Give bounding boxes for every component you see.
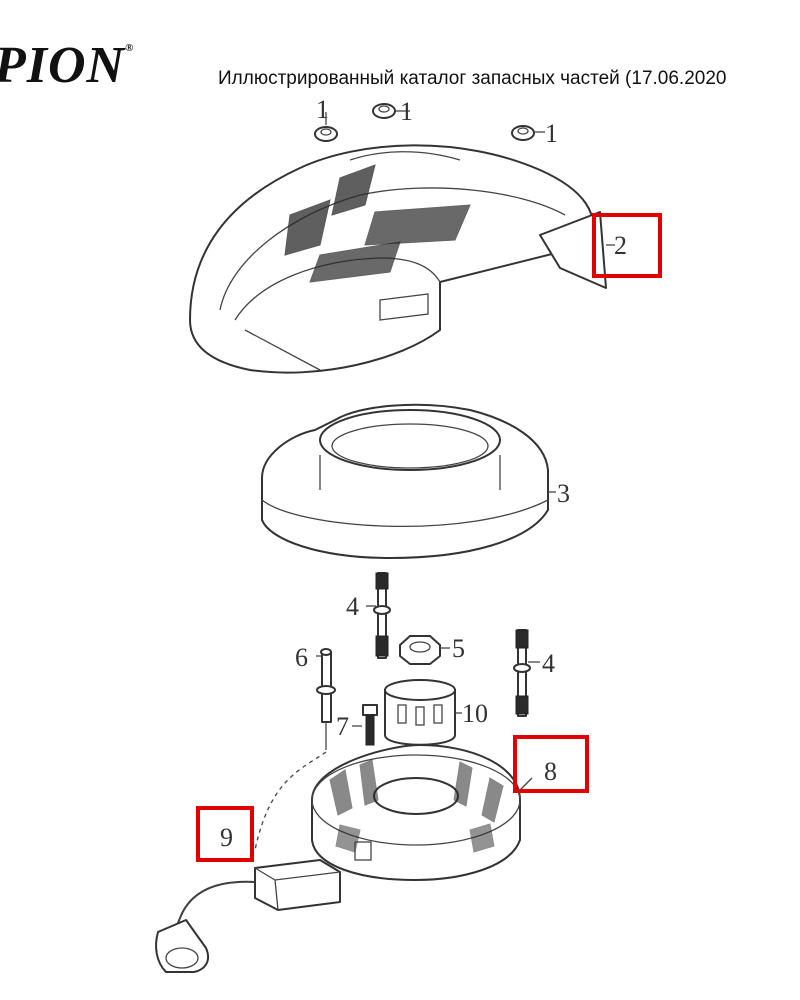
callout-1-left: 1 [316,95,329,124]
callout-5: 5 [452,634,465,663]
stud-4-center[interactable] [373,572,391,659]
callout-6: 6 [295,643,308,672]
callout-2: 2 [614,231,627,260]
flywheel[interactable] [311,744,521,881]
fan-housing[interactable] [261,403,549,559]
nut-1-middle[interactable] [372,103,396,119]
brand-logo: PION® [0,36,134,95]
stud-4-right[interactable] [513,629,531,717]
callout-1-right: 1 [545,119,558,148]
callout-4-right: 4 [542,649,555,678]
callout-10: 10 [462,699,488,728]
highlight-box-part-9 [196,806,254,862]
ignition-coil[interactable] [155,751,341,973]
callout-8: 8 [544,757,557,786]
highlight-box-part-2 [592,213,662,278]
flywheel-nut[interactable] [399,635,441,665]
catalog-title: Иллюстрированный каталог запасных частей… [218,68,727,89]
logo-text: PION [0,37,126,94]
engine-cover[interactable] [189,144,607,374]
stud-6-left[interactable] [316,648,336,750]
callout-4-center: 4 [346,592,359,621]
nut-1-left[interactable] [314,126,338,142]
callout-7: 7 [336,712,349,741]
callout-1-middle: 1 [400,97,413,126]
nut-1-right[interactable] [511,125,535,141]
bolt-7[interactable] [362,704,378,746]
registered-mark: ® [125,42,135,54]
callout-3: 3 [557,479,570,508]
starter-cup[interactable] [384,679,456,746]
highlight-box-part-8 [513,735,589,793]
callout-9: 9 [220,823,233,852]
